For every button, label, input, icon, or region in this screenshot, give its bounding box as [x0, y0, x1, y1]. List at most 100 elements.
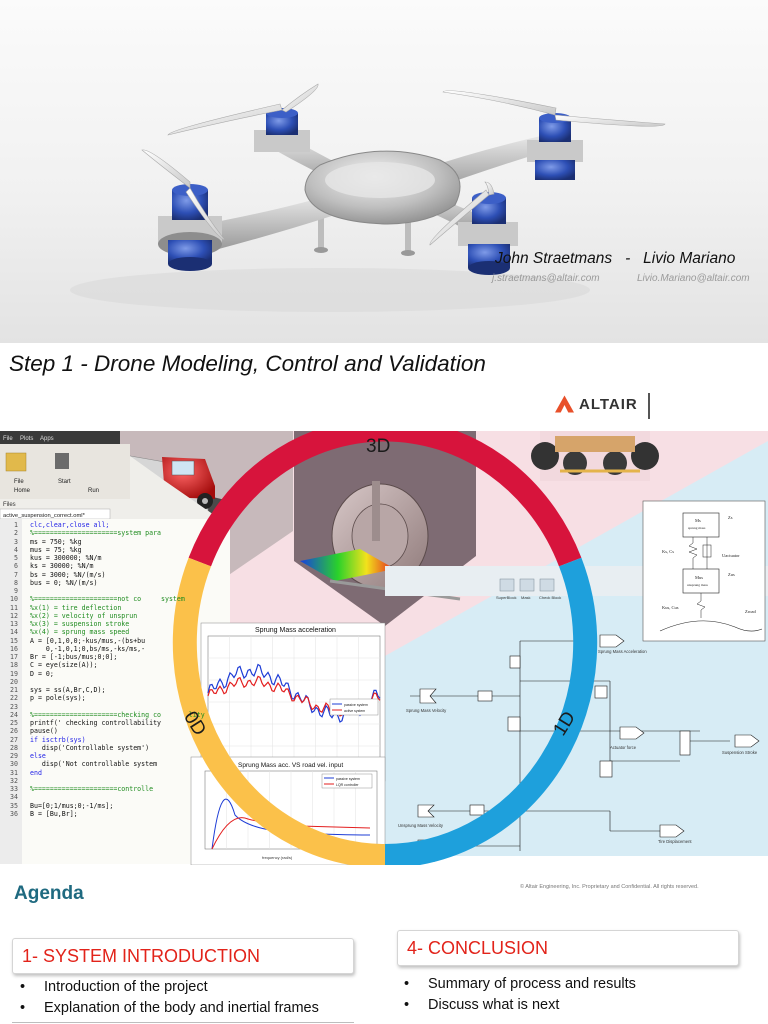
- code-line[interactable]: bs = 3000; %N/(m/s): [30, 570, 106, 579]
- code-line[interactable]: if isctrb(sys): [30, 735, 86, 744]
- toolbar-file[interactable]: File: [14, 479, 24, 485]
- author-email-right[interactable]: Livio.Mariano@altair.com: [637, 273, 750, 284]
- mask-icon[interactable]: [519, 578, 535, 592]
- code-line[interactable]: %=====================checking co lity: [30, 710, 205, 719]
- code-line[interactable]: %x(3) = suspension stroke: [30, 620, 130, 628]
- line-number: 25: [10, 719, 18, 727]
- line-number: 35: [10, 801, 18, 810]
- code-line[interactable]: Br = [-1;bus/mus;0;0];: [30, 653, 118, 661]
- section-conclusion[interactable]: 4- CONCLUSION: [397, 930, 739, 966]
- code-line[interactable]: ks = 30000; %N/m: [30, 562, 94, 571]
- code-line[interactable]: Bu=[0;1/mus;0;-1/ms];: [30, 801, 114, 810]
- label-kus: Kus, Cus: [662, 605, 679, 611]
- label-zs: Zs: [728, 515, 733, 520]
- divider: [12, 1022, 354, 1023]
- code-line[interactable]: disp('Not controllable system: [30, 760, 158, 769]
- altair-logo: ALTAIR: [555, 395, 638, 413]
- authors: John Straetmans - Livio Mariano: [495, 250, 736, 267]
- code-line[interactable]: %=====================system para: [30, 529, 162, 538]
- label-sprung: sprung mass: [688, 526, 706, 530]
- menu-plots[interactable]: Plots: [20, 436, 33, 442]
- line-number: 23: [10, 702, 18, 711]
- line-number: 29: [10, 752, 18, 760]
- line-number: 4: [14, 545, 18, 554]
- line-number: 17: [10, 653, 18, 661]
- altair-logo-icon: [555, 395, 574, 413]
- label-ms: Ms: [695, 518, 701, 523]
- superblock-icon[interactable]: [499, 578, 515, 592]
- code-line[interactable]: else: [30, 752, 46, 760]
- toolbar-start[interactable]: Start: [58, 479, 71, 485]
- line-number: 32: [10, 776, 18, 785]
- menu-apps[interactable]: Apps: [40, 436, 54, 442]
- start-icon[interactable]: [55, 453, 69, 469]
- check-block-label: Check Block: [539, 595, 561, 600]
- line-number: 21: [10, 686, 18, 694]
- line-number: 12: [10, 611, 18, 620]
- block-actuator-force: Actuator force: [610, 745, 637, 750]
- agenda-slide: Agenda © Altair Engineering, Inc. Propri…: [0, 865, 768, 1024]
- ring-0d-segment: [172, 557, 386, 865]
- plot1-legend-active: active system: [344, 709, 365, 713]
- code-line[interactable]: sys = ss(A,Br,C,D);: [30, 686, 106, 694]
- code-line[interactable]: D = 0;: [30, 669, 54, 678]
- code-line[interactable]: %x(2) = velocity of unsprun: [30, 611, 138, 620]
- bullet-item: • Explanation of the body and inertial f…: [20, 1000, 319, 1016]
- section-label: 4- CONCLUSION: [407, 937, 549, 958]
- code-line[interactable]: B = [Bu,Br];: [30, 809, 78, 818]
- line-number: 16: [10, 644, 18, 653]
- folder-icon[interactable]: [5, 452, 27, 472]
- code-line[interactable]: printf(' checking controllability: [30, 719, 162, 727]
- quarter-car-diagram: Ms sprung mass Ks, Cs Mus unsprung mass …: [642, 500, 766, 642]
- line-number: 34: [10, 793, 18, 802]
- toolbar-run[interactable]: Run: [88, 488, 99, 494]
- code-line[interactable]: 0,-1,0,1;0,bs/ms,-ks/ms,-: [30, 644, 146, 653]
- code-line[interactable]: C = eye(size(A));: [30, 661, 98, 670]
- label-zus: Zus: [728, 572, 735, 577]
- code-line[interactable]: ms = 750; %kg: [30, 537, 82, 546]
- author-email-left[interactable]: j.straetmans@altair.com: [492, 273, 600, 284]
- section-system-introduction[interactable]: 1- SYSTEM INTRODUCTION: [12, 938, 354, 974]
- copyright-notice: © Altair Engineering, Inc. Proprietary a…: [520, 884, 699, 890]
- code-line[interactable]: kus = 300000; %N/m: [30, 554, 102, 562]
- code-line[interactable]: pause(): [30, 727, 58, 736]
- block-sprung-mass-velocity: Sprung Mass Velocity: [406, 708, 447, 713]
- label-ks: Ks, Cs: [662, 549, 674, 555]
- bullet-item: • Introduction of the project: [20, 979, 208, 995]
- ring-3d-segment: [188, 431, 582, 567]
- code-line[interactable]: mus = 75; %kg: [30, 545, 82, 554]
- plot2-title: Sprung Mass acc. VS road vel. input: [238, 762, 343, 769]
- line-number: 2: [14, 529, 18, 538]
- workflow-collage: File Plots Apps File Home Start Run File…: [0, 431, 768, 865]
- code-line[interactable]: %x(1) = tire deflection: [30, 603, 122, 612]
- code-line[interactable]: %=====================not co system: [30, 595, 185, 604]
- line-number: 10: [10, 595, 18, 604]
- plot2-legend-lqr: LQR controller: [336, 783, 359, 787]
- code-line[interactable]: %=====================controlle: [30, 785, 154, 793]
- check-block-icon[interactable]: [539, 578, 555, 592]
- line-number: 30: [10, 760, 18, 769]
- code-line[interactable]: %x(4) = sprung mass speed: [30, 628, 130, 637]
- code-line[interactable]: end: [30, 768, 42, 777]
- slide-title: Step 1 - Drone Modeling, Control and Val…: [9, 351, 486, 376]
- code-line[interactable]: A = [0,1,0,0;-kus/mus,-(bs+bu: [30, 636, 146, 645]
- code-line[interactable]: bus = 0; %N/(m/s): [30, 578, 98, 587]
- label-mus: Mus: [695, 575, 703, 580]
- toolbar-home[interactable]: Home: [14, 488, 31, 494]
- line-number: 22: [10, 694, 18, 703]
- code-line[interactable]: disp('Controllable system'): [30, 743, 150, 752]
- block-tire-displacement: Tire Displacement: [658, 839, 692, 844]
- line-number: 3: [14, 537, 18, 546]
- code-line[interactable]: p = pole(sys);: [30, 694, 86, 703]
- drone-illustration: [70, 83, 666, 312]
- menu-file[interactable]: File: [3, 436, 13, 442]
- line-number: 27: [10, 735, 18, 744]
- bullet-dot: •: [404, 976, 410, 992]
- files-label: Files: [3, 502, 16, 508]
- code-line[interactable]: clc,clear,close all;: [30, 521, 110, 529]
- line-number: 19: [10, 669, 18, 678]
- line-number: 11: [10, 603, 18, 612]
- line-number: 5: [14, 554, 18, 562]
- line-number: 26: [10, 727, 18, 736]
- plot-sprung-mass-acceleration: Sprung Mass acceleration passive system …: [200, 622, 386, 782]
